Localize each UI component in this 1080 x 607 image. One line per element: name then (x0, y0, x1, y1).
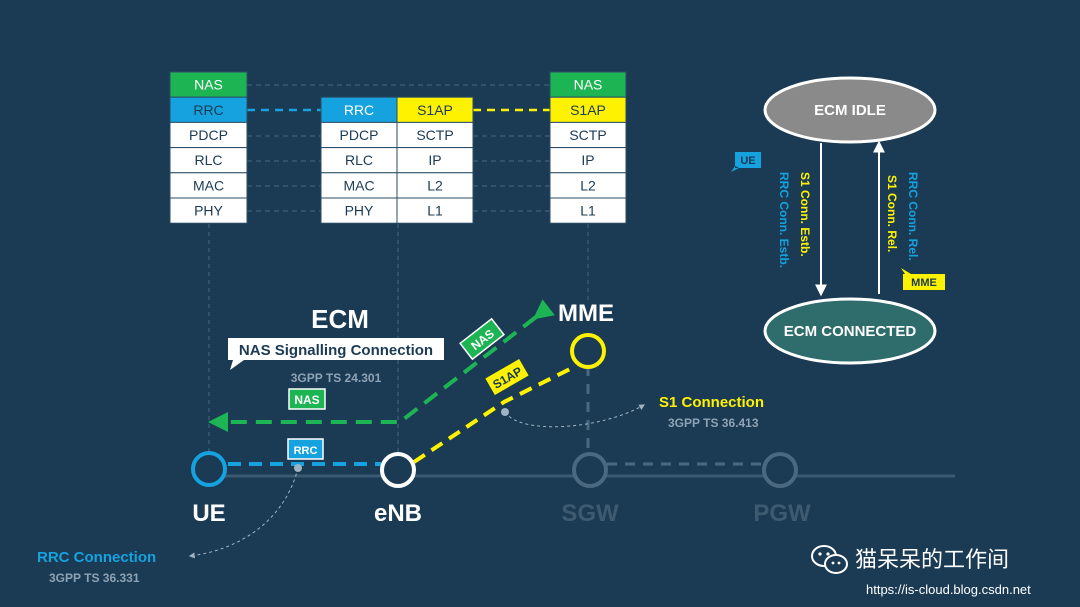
stack-cell-rrc: RRC (169, 96, 248, 123)
nas-signalling-label: NAS Signalling Connection (239, 342, 433, 359)
svg-text:PDCP: PDCP (340, 127, 379, 143)
stack-cell-ip: IP (396, 147, 474, 174)
svg-text:S1AP: S1AP (417, 102, 453, 118)
mme-label: MME (558, 300, 614, 327)
stack-cell-pdcp: PDCP (320, 121, 398, 149)
stack-cell-sctp: SCTP (396, 121, 474, 149)
nas-connection-path (208, 299, 555, 432)
nas-spec: 3GPP TS 24.301 (291, 371, 382, 385)
rrc-connection-spec: 3GPP TS 36.331 (49, 571, 140, 585)
s1-pointer-arrow (504, 404, 646, 428)
s1ap-tag: S1AP (483, 357, 531, 397)
svg-text:RRC: RRC (294, 445, 318, 457)
enb-label: eNB (374, 500, 422, 527)
mme-badge: MME (901, 268, 945, 290)
watermark-name: 猫呆呆的工作间 (855, 547, 1009, 572)
svg-text:SCTP: SCTP (569, 127, 606, 143)
svg-text:MAC: MAC (343, 177, 374, 193)
stack-cell-nas: NAS (549, 71, 627, 98)
enb-node-icon (380, 452, 416, 488)
rrc-tag: RRC (287, 438, 324, 460)
pgw-node-icon (762, 452, 798, 488)
svg-text:MAC: MAC (193, 177, 224, 193)
nas-signalling-callout: NAS Signalling Connection (228, 338, 444, 370)
svg-text:PDCP: PDCP (189, 127, 228, 143)
rrc-rel-label: RRC Conn. Rel. (906, 172, 920, 261)
stack-cell-l2: L2 (396, 172, 474, 199)
ecm-connected-state (763, 297, 937, 365)
wechat-icon (811, 545, 848, 574)
stack-cell-l1: L1 (396, 197, 474, 224)
stack-cell-rrc: RRC (320, 96, 398, 123)
stack-cell-sctp: SCTP (549, 121, 627, 149)
svg-text:PHY: PHY (345, 203, 374, 219)
nas-tag-diagonal: NAS (459, 317, 505, 361)
svg-text:RRC: RRC (193, 102, 223, 118)
svg-text:IP: IP (428, 152, 441, 168)
stack-cell-l2: L2 (549, 172, 627, 199)
watermark: 猫呆呆的工作间 https://is-cloud.blog.csdn.net (811, 545, 1031, 597)
watermark-url: https://is-cloud.blog.csdn.net (866, 582, 1031, 597)
mme-node-icon (570, 333, 606, 369)
stack-cell-l1: L1 (549, 197, 627, 224)
svg-text:UE: UE (740, 155, 755, 167)
stack-cell-s1ap: S1AP (396, 96, 474, 123)
ecm-idle-state (763, 76, 937, 144)
svg-text:L2: L2 (580, 177, 596, 193)
svg-text:RLC: RLC (345, 152, 373, 168)
rrc-pointer-arrow (188, 467, 299, 559)
ecm-connected-label: ECM CONNECTED (784, 323, 917, 340)
ue-label: UE (192, 500, 225, 527)
stack-cell-nas: NAS (169, 71, 248, 98)
nas-tag-flat: NAS (288, 388, 326, 410)
ecm-state-diagram: ECM IDLE ECM CONNECTED UE S1 Conn. Estb.… (731, 76, 945, 365)
stack-cell-s1ap: S1AP (549, 96, 627, 123)
s1-connection-spec: 3GPP TS 36.413 (668, 416, 759, 430)
s1-connection-label: S1 Connection (659, 394, 764, 411)
stack-cell-ip: IP (549, 147, 627, 174)
svg-text:IP: IP (581, 152, 594, 168)
svg-text:PHY: PHY (194, 203, 223, 219)
stack-cell-rlc: RLC (320, 147, 398, 174)
stack-cell-rlc: RLC (169, 147, 248, 174)
svg-text:S1AP: S1AP (570, 102, 606, 118)
sgw-label: SGW (561, 500, 619, 527)
ue-protocol-stack: NAS RRC PDCP RLC MAC PHY (169, 71, 248, 224)
svg-text:RRC: RRC (344, 102, 374, 118)
stack-cell-pdcp: PDCP (169, 121, 248, 149)
svg-text:SCTP: SCTP (416, 127, 453, 143)
s1-estb-label: S1 Conn. Estb. (798, 172, 812, 257)
svg-text:MME: MME (911, 277, 937, 289)
svg-text:NAS: NAS (294, 393, 319, 407)
svg-text:L1: L1 (580, 203, 596, 219)
ue-badge: UE (731, 152, 761, 172)
svg-text:L1: L1 (427, 203, 443, 219)
svg-text:NAS: NAS (194, 77, 223, 93)
stack-cell-phy: PHY (169, 197, 248, 224)
stack-cell-mac: MAC (320, 172, 398, 199)
svg-text:L2: L2 (427, 177, 443, 193)
peer-lines (247, 84, 550, 212)
ecm-title: ECM (311, 304, 369, 334)
rrc-connection-label: RRC Connection (37, 549, 156, 566)
sgw-node-icon (572, 452, 608, 488)
stack-cell-phy: PHY (320, 197, 398, 224)
pgw-label: PGW (753, 500, 811, 527)
stack-cell-mac: MAC (169, 172, 248, 199)
rrc-estb-label: RRC Conn. Estb. (777, 172, 791, 268)
svg-text:NAS: NAS (574, 77, 603, 93)
ecm-idle-label: ECM IDLE (814, 102, 886, 119)
s1-rel-label: S1 Conn. Rel. (885, 175, 899, 252)
ue-node-icon (191, 451, 227, 487)
svg-text:RLC: RLC (194, 152, 222, 168)
